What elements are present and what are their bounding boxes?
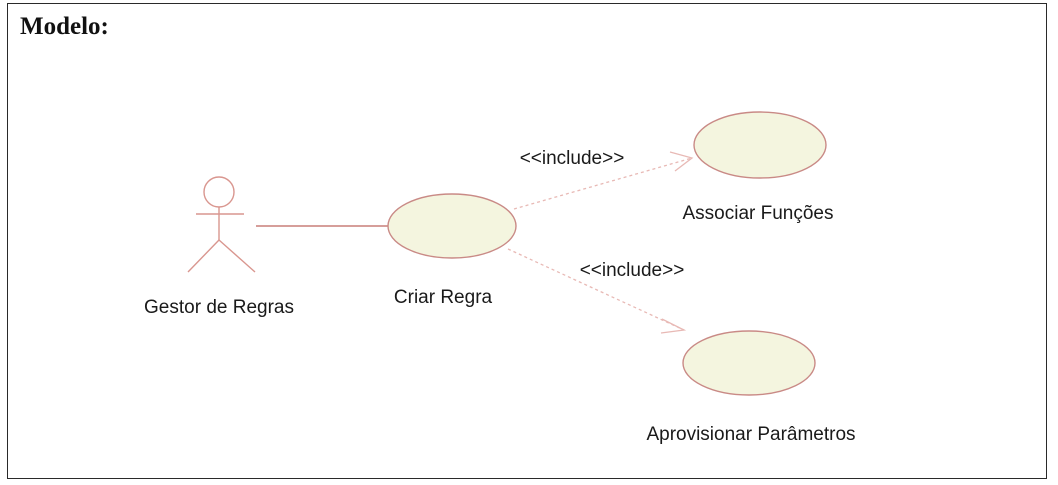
actor-head: [203, 176, 235, 208]
use-case-aprovisionar-parametros-label: Aprovisionar Parâmetros: [646, 424, 855, 445]
model-frame: [7, 3, 1047, 479]
actor-left-leg: [187, 239, 220, 273]
include-line-2: [507, 248, 685, 331]
include-label-2: <<include>>: [580, 260, 685, 281]
use-case-associar-funcoes[interactable]: [693, 111, 827, 179]
include-arrowhead-1: [669, 151, 694, 172]
use-case-criar-regra[interactable]: [387, 193, 517, 259]
include-relation-associar[interactable]: [513, 151, 694, 210]
actor-label: Gestor de Regras: [144, 297, 294, 318]
model-heading: Modelo:: [20, 13, 109, 40]
actor-right-leg: [218, 239, 256, 273]
actor-gestor-de-regras[interactable]: [187, 176, 256, 273]
use-case-aprovisionar-parametros[interactable]: [682, 330, 816, 396]
include-line-1: [513, 157, 693, 210]
include-relation-aprovisionar[interactable]: [507, 248, 687, 334]
include-arrowhead-2: [660, 318, 687, 334]
include-label-1: <<include>>: [520, 148, 625, 169]
use-case-criar-regra-label: Criar Regra: [394, 287, 493, 308]
use-case-associar-funcoes-label: Associar Funções: [682, 203, 833, 224]
